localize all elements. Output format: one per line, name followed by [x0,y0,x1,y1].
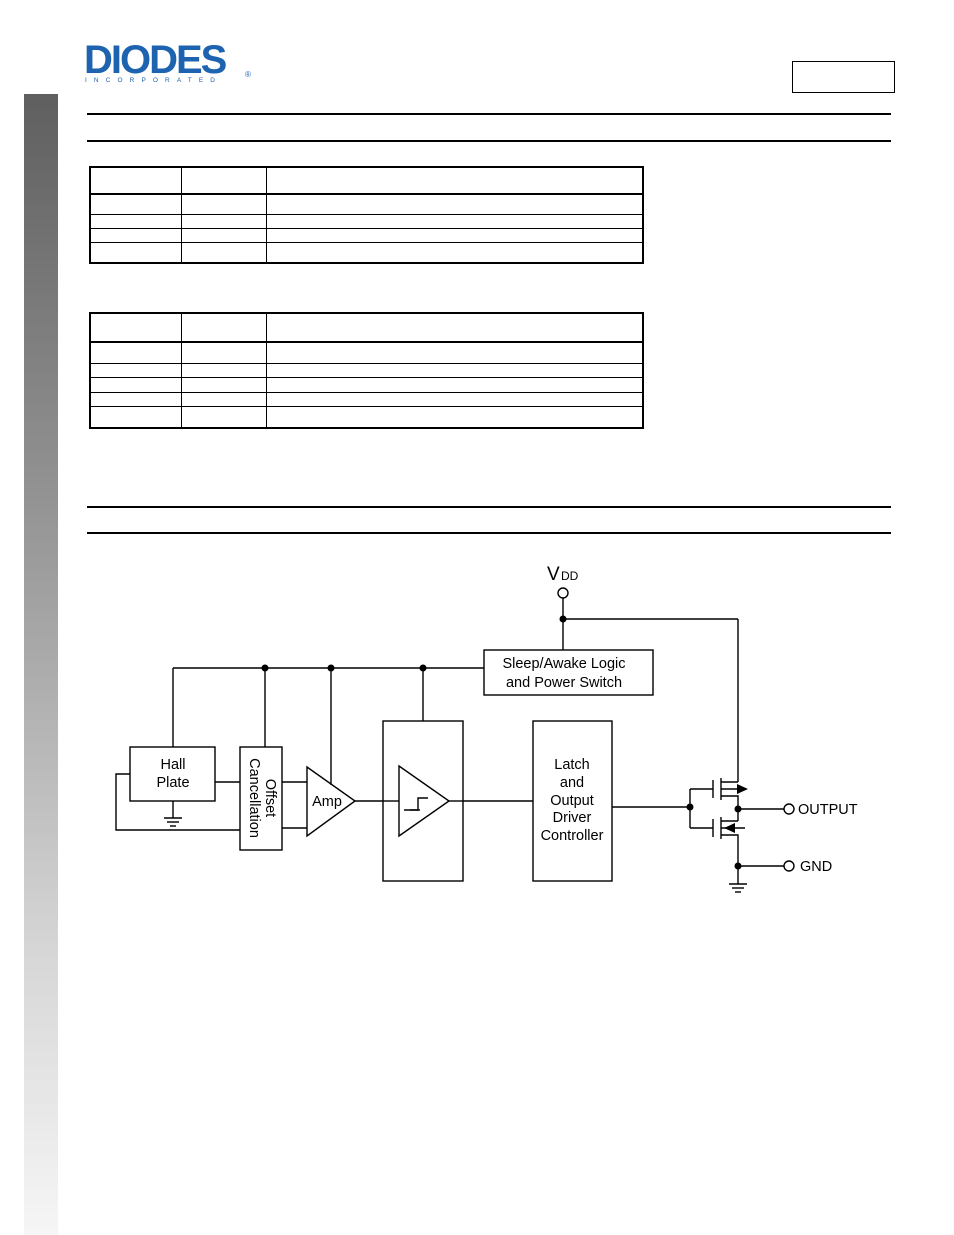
sleep-logic-line1: Sleep/Awake Logic [502,656,625,672]
table-row [89,241,644,264]
sleep-logic-line2: and Power Switch [506,675,622,691]
table-row [89,193,644,216]
vdd-terminal [557,587,569,599]
logo-subtitle: INCORPORATED [85,77,223,84]
vdd-label: V [547,564,560,585]
latch-line3: Output [550,793,594,809]
amp-label: Amp [312,794,342,810]
table-row [89,405,644,429]
hall-plate-block [129,746,216,802]
part-number-box [792,61,895,93]
section-rule-bottom [87,532,891,534]
table-row [89,391,644,407]
offset-line1: Offset [262,779,278,817]
offset-line2: Cancellation [246,758,262,838]
table-row [89,341,644,364]
side-gradient-bar [24,94,58,1235]
table-row [89,312,644,343]
header-rule-bottom [87,140,891,142]
hysteresis-symbol [404,797,428,811]
output-terminal [783,803,795,815]
table-row [89,377,644,393]
hall-line1: Hall [161,757,186,773]
offset-cancellation-block [239,746,283,851]
registered-mark: ® [245,70,251,79]
header-rule-top [87,113,891,115]
latch-driver-block [532,720,613,882]
table-row [89,362,644,379]
latch-line5: Controller [541,828,604,844]
diodes-logo: DIODES ® INCORPORATED [84,38,254,90]
gnd-label: GND [800,859,832,875]
hall-line2: Plate [156,775,189,791]
comparator-triangle [398,764,451,838]
amp-triangle [306,765,357,838]
output-label: OUTPUT [798,802,858,818]
pin-table-1 [89,166,644,264]
gnd-terminal [783,860,795,872]
sleep-logic-block [483,649,654,696]
latch-line1: Latch [554,757,589,773]
latch-line4: Driver [553,810,592,826]
section-rule-top [87,506,891,508]
latch-line2: and [560,775,584,791]
table-row [89,166,644,196]
logo-wordmark: DIODES [84,38,227,82]
pin-table-2 [89,312,644,429]
vdd-subscript: DD [561,569,579,583]
